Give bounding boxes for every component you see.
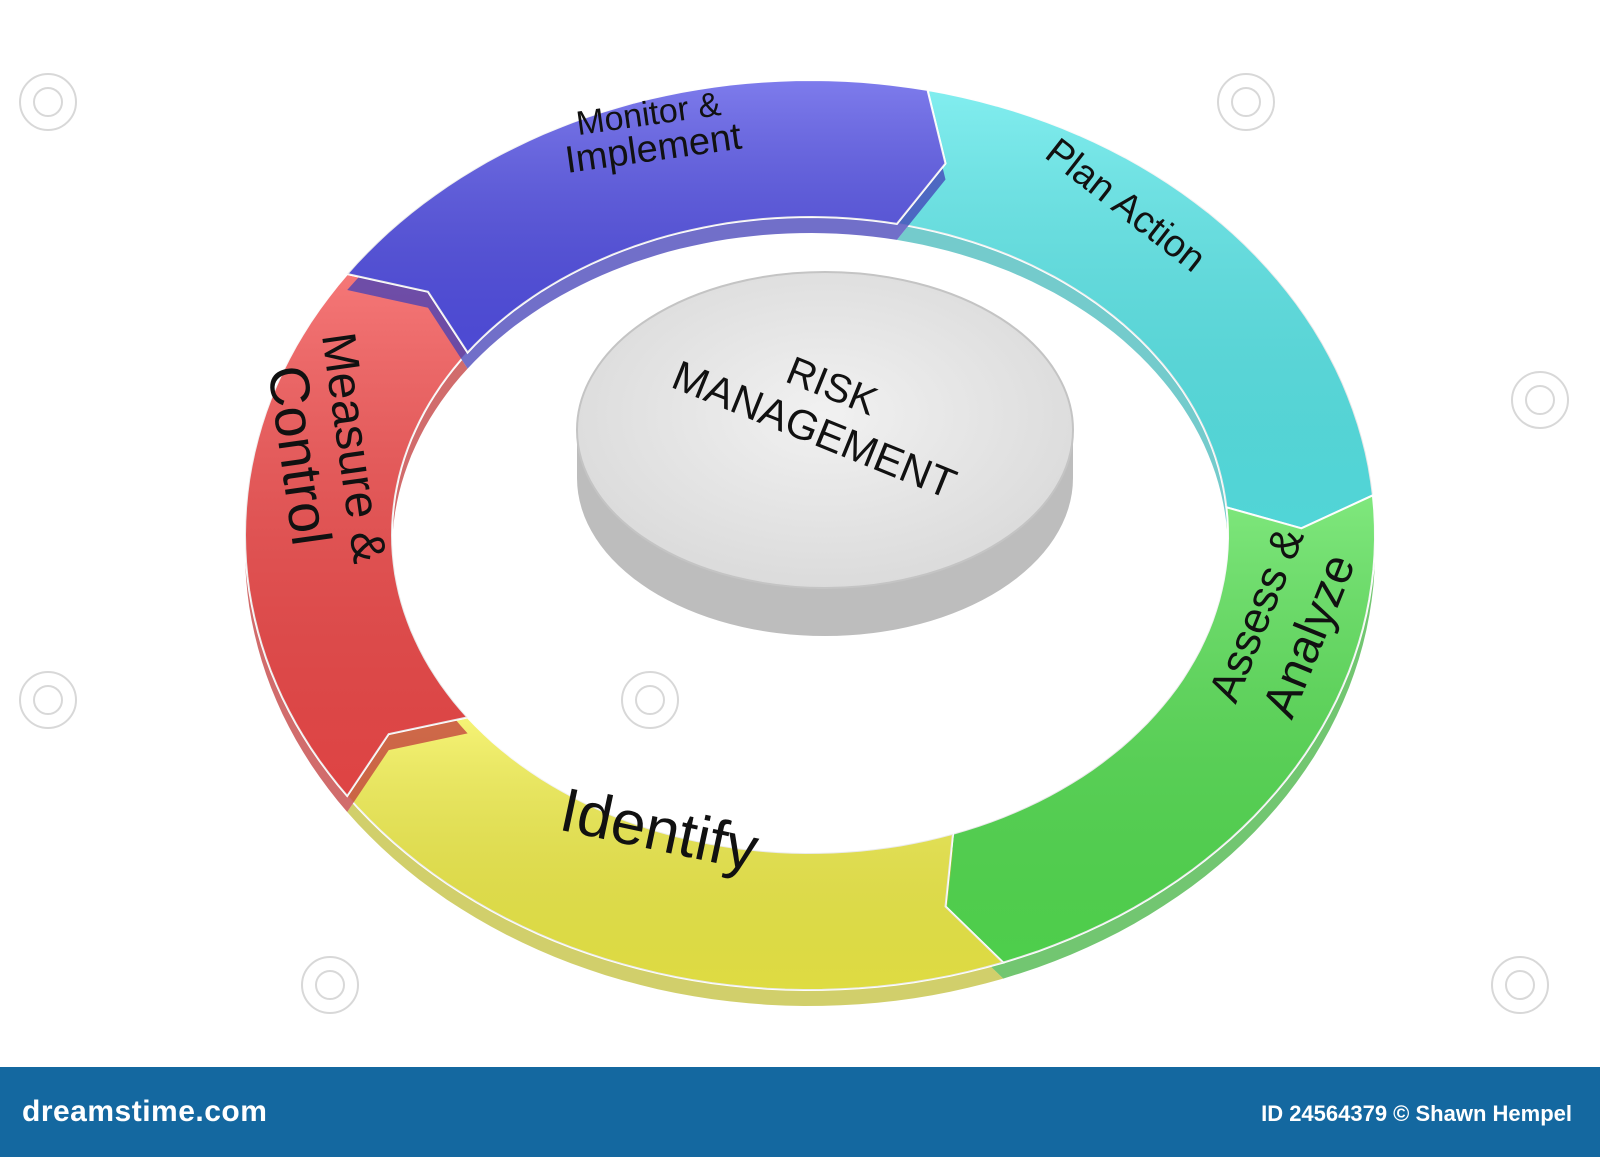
segment-assess: Assess &Analyze [944, 493, 1377, 979]
watermark-swirls [19, 73, 1569, 1014]
footer-brand: dreamstime.com [22, 1095, 268, 1128]
segment-shine [896, 89, 1373, 529]
segment-shine [245, 274, 468, 796]
center-disc: RISK MANAGEMENT [576, 271, 1074, 636]
segment-shine [945, 495, 1375, 963]
segment-shine [347, 80, 946, 353]
footer-bar: dreamstime.com ID 24564379 © Shawn Hempe… [0, 1067, 1600, 1157]
segment-measure: Measure &Control [243, 272, 470, 812]
footer-credit: ID 24564379 © Shawn Hempel [1261, 1101, 1572, 1126]
segment-identify: Identify [345, 716, 1006, 1006]
segment-monitor: Monitor &Implement [345, 78, 947, 369]
segment-shine [347, 717, 1004, 990]
segment-plan-action: Plan Action [895, 88, 1374, 545]
